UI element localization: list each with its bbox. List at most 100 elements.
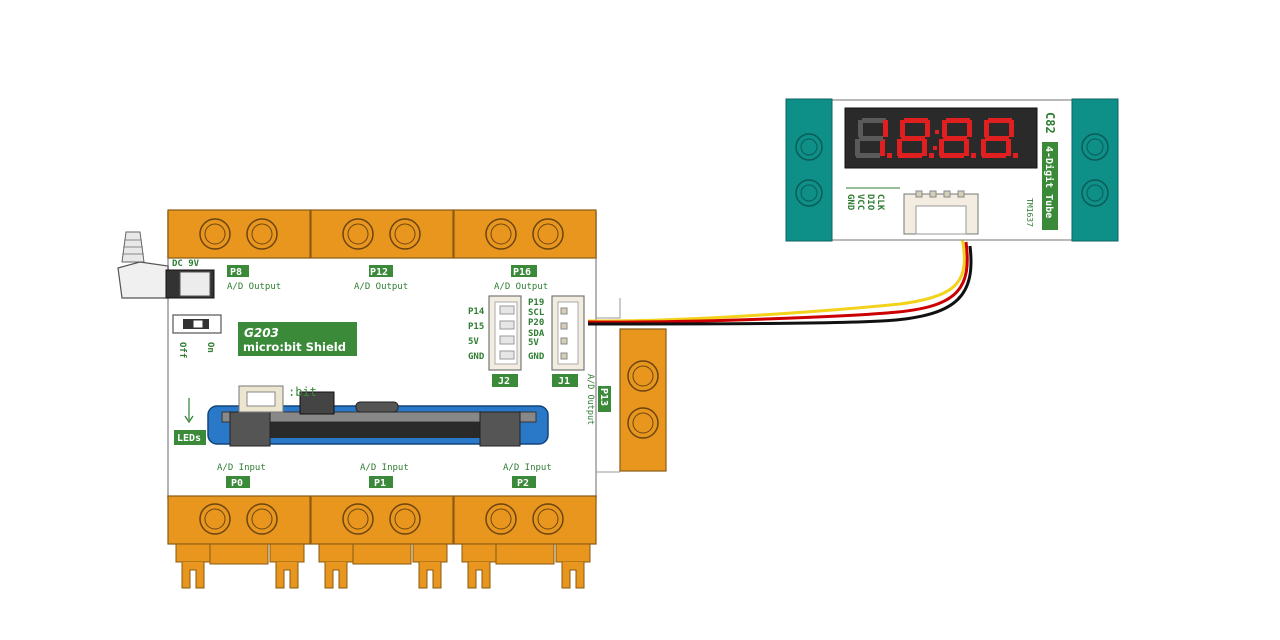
j2-pin-1: P14 (468, 307, 485, 317)
module-name: 4-Digit Tube (1043, 146, 1055, 218)
shield-model-badge (238, 322, 357, 356)
brick-leg (275, 562, 299, 589)
j1-pin-5: 5V (528, 338, 539, 348)
leds-label: LEDs (177, 433, 201, 444)
switch-off-label: Off (177, 342, 187, 358)
module-code: C82 (1043, 112, 1057, 134)
switch-on-label: On (205, 342, 215, 353)
decimal-point (1013, 153, 1018, 158)
p1-function: A/D Input (360, 463, 409, 473)
digit-4 (981, 118, 1018, 158)
j1-pin-3: P20 (528, 318, 544, 328)
j2-pin-3: 5V (468, 337, 479, 347)
brick-bottom-p0 (167, 495, 311, 589)
p2-function: A/D Input (503, 463, 552, 473)
brick-top-p12 (310, 209, 454, 259)
power-jack (117, 231, 215, 299)
p12-function: A/D Output (354, 282, 408, 292)
colon-bottom (933, 146, 937, 150)
digit-3 (939, 118, 976, 158)
j2-pin-4: GND (468, 352, 485, 362)
j1-pin-4: SDA (528, 329, 545, 339)
brick-bottom-p2 (453, 495, 597, 589)
shield-name: micro:bit Shield (243, 340, 346, 354)
brick-stud (342, 218, 374, 250)
wire-yellow (587, 237, 966, 323)
p12-badge (369, 265, 393, 277)
microbit-edge-connector (207, 391, 549, 447)
module-pin-1: CLK (875, 194, 885, 211)
module-name-badge (1042, 142, 1058, 230)
p13-badge (598, 386, 611, 412)
power-jack-label: DC 9V (172, 259, 200, 269)
module-pin-4: GND (845, 194, 855, 211)
brick-stud (389, 218, 421, 250)
brick-stud (532, 218, 564, 250)
module-right-studs (1081, 133, 1109, 207)
display-digits (855, 118, 1018, 158)
decimal-point (929, 153, 934, 158)
decimal-point (971, 153, 976, 158)
p8-label: P8 (230, 267, 242, 278)
brick-side-p13 (619, 328, 667, 472)
digit-1 (855, 118, 892, 158)
p0-badge (226, 476, 250, 488)
j1-connector[interactable] (551, 295, 585, 371)
four-digit-tube-module: CLK DIO VCC GND C82 4-Digit Tube TM1637 (785, 98, 1119, 242)
lego-bricks (167, 209, 667, 589)
brick-leg (181, 562, 205, 589)
leds-badge (174, 430, 206, 445)
p12-label: P12 (370, 267, 388, 278)
wire-black (587, 245, 973, 326)
power-switch[interactable] (172, 314, 222, 334)
j1-pin-1: P19 (528, 298, 544, 308)
shield-edge-notch-lower (595, 452, 620, 473)
brick-top-p16 (453, 209, 597, 259)
brick-bottom-p1 (310, 495, 454, 589)
j2-label: J2 (498, 376, 510, 387)
decimal-point (887, 153, 892, 158)
digit-2 (897, 118, 934, 158)
p2-badge (512, 476, 536, 488)
leds-arrow-head (184, 415, 194, 424)
j2-pin-2: P15 (468, 322, 484, 332)
brick-top-p8 (167, 209, 311, 259)
module-chip: TM1637 (1025, 198, 1034, 227)
j1-badge (552, 374, 578, 387)
brick-leg (324, 562, 348, 589)
brick-leg (467, 562, 491, 589)
brick-stud (485, 503, 517, 535)
p16-badge (511, 265, 537, 277)
p16-label: P16 (513, 267, 531, 278)
p13-label: P13 (598, 388, 609, 406)
shield-model: G203 (244, 326, 279, 340)
p1-badge (369, 476, 393, 488)
p16-function: A/D Output (494, 282, 548, 292)
module-pin-3: VCC (855, 194, 865, 210)
brick-stud (199, 218, 231, 250)
p8-badge (227, 265, 249, 277)
j1-pin-6: GND (528, 352, 545, 362)
brick-stud (246, 218, 278, 250)
brick-stud (627, 360, 659, 392)
j2-connector[interactable] (488, 295, 522, 371)
module-pin-2: DIO (865, 194, 875, 211)
p0-function: A/D Input (217, 463, 266, 473)
brick-stud (389, 503, 421, 535)
p2-label: P2 (517, 478, 529, 489)
j1-label: J1 (558, 376, 570, 387)
microbit-battery-connector (238, 385, 284, 413)
j2-badge (492, 374, 518, 387)
brick-stud (342, 503, 374, 535)
brick-leg (418, 562, 442, 589)
colon-top (935, 130, 939, 134)
brick-stud (199, 503, 231, 535)
wire-red (587, 241, 969, 324)
p8-function: A/D Output (227, 282, 281, 292)
brick-stud (485, 218, 517, 250)
module-right-brick (1071, 98, 1119, 242)
p1-label: P1 (374, 478, 386, 489)
cable (587, 237, 973, 326)
module-connector[interactable] (903, 190, 979, 235)
